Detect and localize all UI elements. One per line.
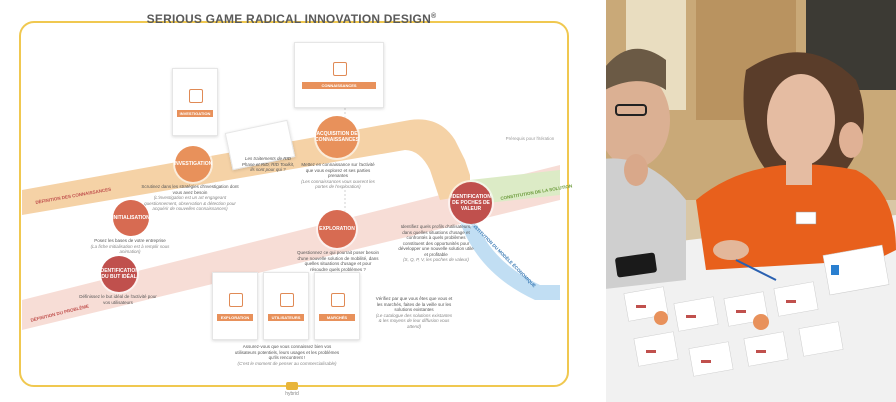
card-bottom-2: UTILISATEURS — [263, 272, 309, 340]
text-exploration: Questionnez ce qui pourrait poser besoin… — [296, 250, 380, 272]
text-bottom-center: Assurez-vous que vous connaissez bien vo… — [234, 344, 340, 366]
card-bottom-3: MARCHÉS — [314, 272, 360, 340]
text-investigation: Scrutinez dans les stratégies d'investig… — [141, 184, 239, 211]
node-initialisation: INITIALISATION — [112, 200, 150, 236]
poster-frame — [19, 21, 569, 387]
hybrid-logo-icon — [286, 382, 298, 390]
text-top-right: Prérequis pour l'itération — [505, 136, 555, 141]
text-bottom-right: Vérifiez par que vous êtes que vous et l… — [375, 296, 453, 329]
node-identification-but: IDENTIFICATION DU BUT IDÉAL — [99, 256, 139, 292]
workshop-photo — [606, 0, 896, 402]
footer-logo: hybrid — [272, 382, 312, 397]
text-identification: Définissez le but idéal de l'activité po… — [79, 294, 157, 305]
text-initialisation: Posez les bases de votre entreprise(La f… — [90, 238, 170, 254]
band-probleme — [22, 165, 560, 330]
node-poches-valeur: IDENTIFICATION DE POCHES DE VALEUR — [450, 182, 492, 224]
poster: SERIOUS GAME RADICAL INNOVATION DESIGN® … — [19, 12, 573, 397]
node-acquisition: ACQUISITION DE CONNAISSANCES — [315, 116, 359, 158]
band-solution — [470, 170, 560, 205]
workshop-photo-illustration — [606, 0, 896, 402]
text-acquisition: Mettez en connaissance sur l'activité qu… — [301, 162, 375, 189]
card-bottom-1: EXPLORATION — [212, 272, 258, 340]
text-middle: Les traitements de RID Phase et RID, RID… — [241, 156, 295, 172]
poster-title: SERIOUS GAME RADICAL INNOVATION DESIGN® — [146, 12, 437, 26]
card-investigation: INVESTIGATION — [172, 68, 218, 136]
node-investigation: INVESTIGATION — [174, 146, 212, 182]
card-connaissances: CONNAISSANCES — [294, 42, 384, 108]
text-poches: Identifiez quels profils d'utilisateurs,… — [398, 224, 474, 262]
node-exploration: EXPLORATION — [318, 210, 356, 248]
